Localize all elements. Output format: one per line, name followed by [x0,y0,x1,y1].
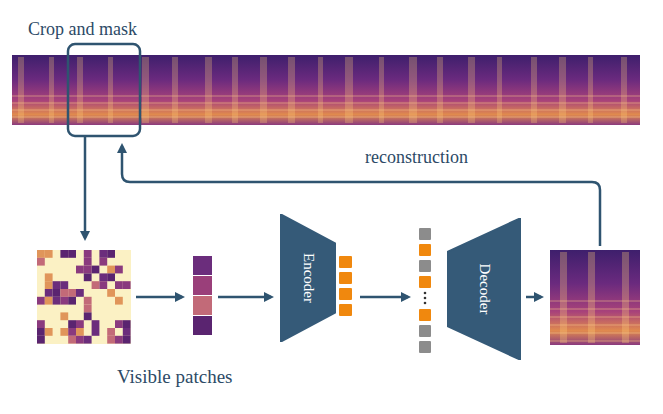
block-name: Encoder [300,253,317,303]
caption-label: Visible patches [117,367,232,388]
caption-label: Crop and mask [28,20,137,40]
encoded-tokens [339,256,352,316]
output-texture [550,252,640,343]
mask-cells [37,250,131,344]
visible-patches [193,256,212,335]
caption-label: reconstruction [365,148,468,168]
network-block: Decoder [447,218,521,360]
block-name: Decoder [476,264,493,315]
decoder-tokens [419,228,431,353]
spectrogram-texture [12,57,640,123]
network-block: Encoder [280,214,336,342]
masked-spectrogram [37,250,131,344]
spectrogram [12,55,640,125]
crop-box [68,44,140,136]
flow-arrows [85,137,600,297]
reconstructed-spectrogram [550,250,640,345]
